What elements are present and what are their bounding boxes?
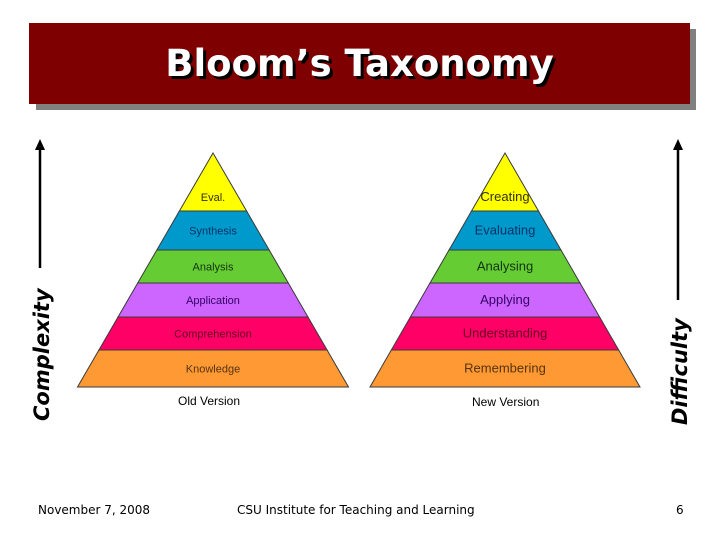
pyramid-level-label: Understanding [463,326,548,341]
new-version-pyramid: CreatingEvaluatingAnalysingApplyingUnder… [369,151,641,388]
pyramid-level-knowledge [76,349,350,388]
pyramid-level-label: Evaluating [475,223,536,238]
pyramid-level-label: Applying [480,292,530,307]
pyramid-level-label: Analysing [477,259,533,274]
pyramid-level-label: Creating [480,189,529,204]
difficulty-label: Difficulty [668,318,692,425]
new-version-caption: New Version [472,395,540,409]
title-bar: Bloom’s Taxonomy [29,23,690,104]
complexity-label: Complexity [30,288,54,421]
complexity-arrowhead-icon [35,139,45,150]
footer-date: November 7, 2008 [38,503,151,517]
footer-organization: CSU Institute for Teaching and Learning [237,503,475,517]
pyramid-level-remembering [369,349,641,388]
pyramid-level-label: Application [186,295,240,307]
old-version-pyramid: Eval. SynthesisAnalysisApplicationCompreh… [76,152,350,388]
pyramid-level-label: Synthesis [189,226,237,238]
difficulty-arrowhead-icon [673,139,683,150]
slide-title: Bloom’s Taxonomy [165,42,554,85]
pyramid-level-label: Analysis [193,262,234,274]
pyramid-level-label: Eval. [201,192,225,204]
pyramid-level-label: Knowledge [186,364,240,376]
footer-page-number: 6 [676,503,684,517]
pyramid-level-label: Remembering [464,361,546,376]
old-version-caption: Old Version [178,394,241,408]
pyramid-level-label: Comprehension [174,329,252,341]
